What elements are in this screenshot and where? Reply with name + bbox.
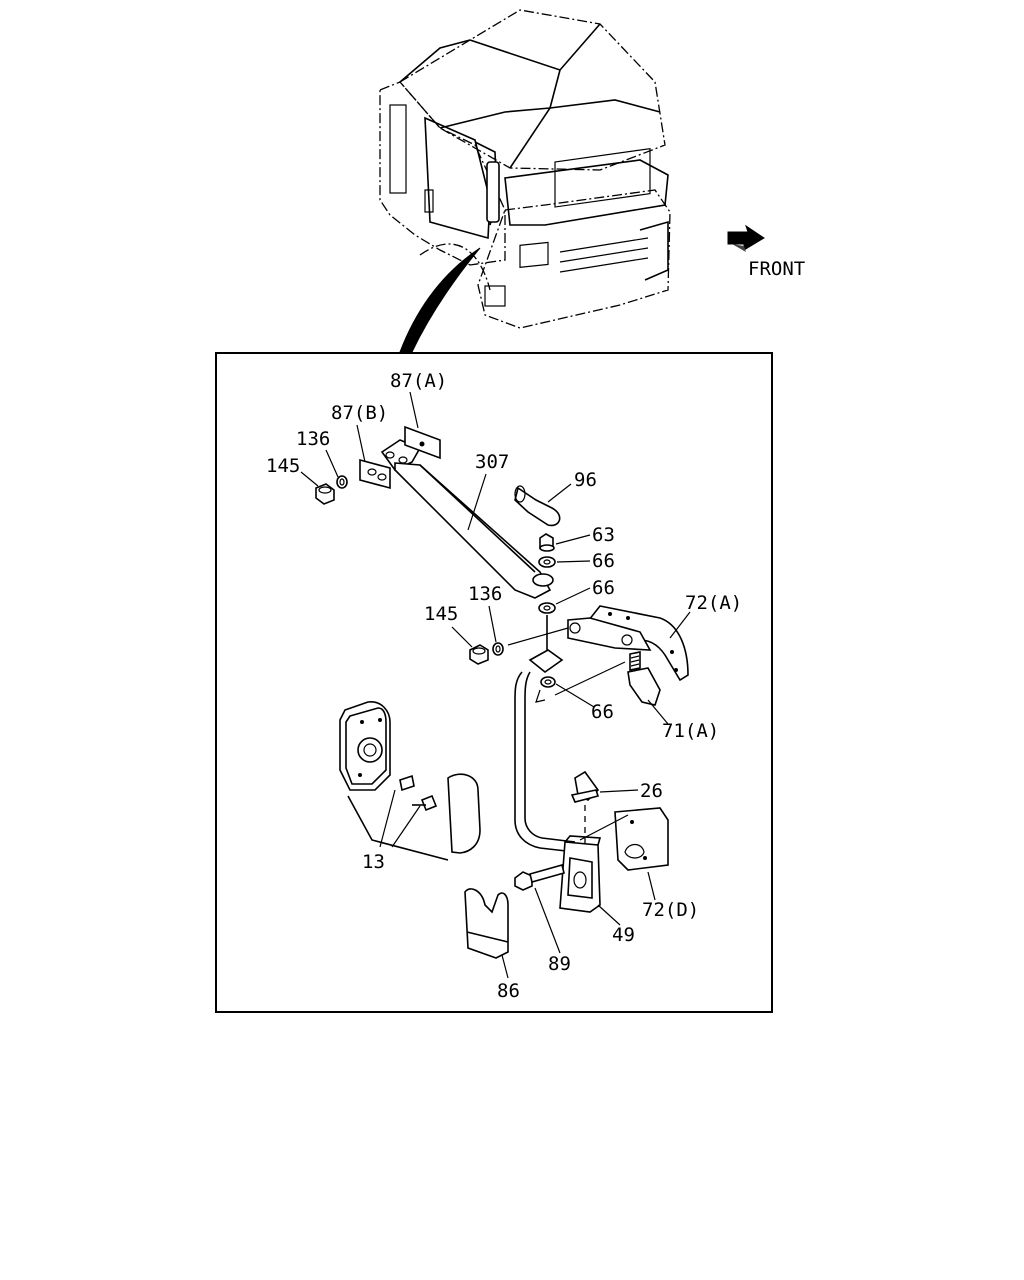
callout-13: 13 bbox=[362, 851, 385, 873]
upper-stay-307 bbox=[380, 439, 554, 599]
callout-66-top: 66 bbox=[592, 550, 615, 572]
callout-136-lower: 136 bbox=[468, 583, 502, 605]
plate-72d bbox=[614, 807, 669, 871]
callout-71a: 71(A) bbox=[662, 720, 719, 742]
front-direction-indicator: FRONT bbox=[727, 224, 805, 280]
callout-63: 63 bbox=[592, 524, 615, 546]
detail-frame bbox=[215, 352, 773, 1013]
callout-49: 49 bbox=[612, 924, 635, 946]
callout-26: 26 bbox=[640, 780, 663, 802]
cover-86 bbox=[464, 888, 509, 959]
leader-lines bbox=[300, 391, 691, 979]
washer-136-upper bbox=[336, 475, 348, 489]
nut-145-lower bbox=[469, 644, 489, 665]
mirror-96 bbox=[514, 485, 561, 527]
truck-cab-illustration bbox=[379, 9, 671, 353]
callout-145-upper: 145 bbox=[266, 455, 300, 477]
stud-block-71a bbox=[627, 651, 661, 706]
callout-66-lower: 66 bbox=[591, 701, 614, 723]
callout-86: 86 bbox=[497, 980, 520, 1002]
washer-66-top bbox=[538, 556, 556, 568]
callout-136-upper: 136 bbox=[296, 428, 330, 450]
cap-nut-63 bbox=[539, 533, 555, 552]
mirror-cover bbox=[447, 773, 481, 854]
nut-145-upper bbox=[315, 483, 335, 505]
bracket-87b bbox=[359, 458, 391, 490]
base-49 bbox=[559, 835, 602, 913]
callout-307: 307 bbox=[475, 451, 509, 473]
callout-87a: 87(A) bbox=[390, 370, 447, 392]
detail-pointer-icon bbox=[399, 247, 481, 353]
callout-66-mid: 66 bbox=[592, 577, 615, 599]
lower-stay-arm bbox=[514, 649, 576, 853]
callout-89: 89 bbox=[548, 953, 571, 975]
callout-145-lower: 145 bbox=[424, 603, 458, 625]
bolt-89 bbox=[514, 864, 565, 891]
front-label: FRONT bbox=[748, 258, 805, 280]
mirror-head bbox=[339, 701, 391, 791]
callout-72a: 72(A) bbox=[685, 592, 742, 614]
clamp-26 bbox=[570, 770, 600, 803]
callout-72d: 72(D) bbox=[642, 899, 699, 921]
mount-plate bbox=[567, 617, 652, 651]
callout-87b: 87(B) bbox=[331, 402, 388, 424]
washer-66-mid bbox=[538, 602, 556, 614]
clip-13 bbox=[399, 774, 438, 812]
washer-66-lower bbox=[540, 676, 556, 688]
washer-136-lower bbox=[492, 642, 504, 656]
bracket-87a bbox=[404, 425, 441, 460]
front-arrow-icon bbox=[727, 224, 765, 251]
callout-96: 96 bbox=[574, 469, 597, 491]
